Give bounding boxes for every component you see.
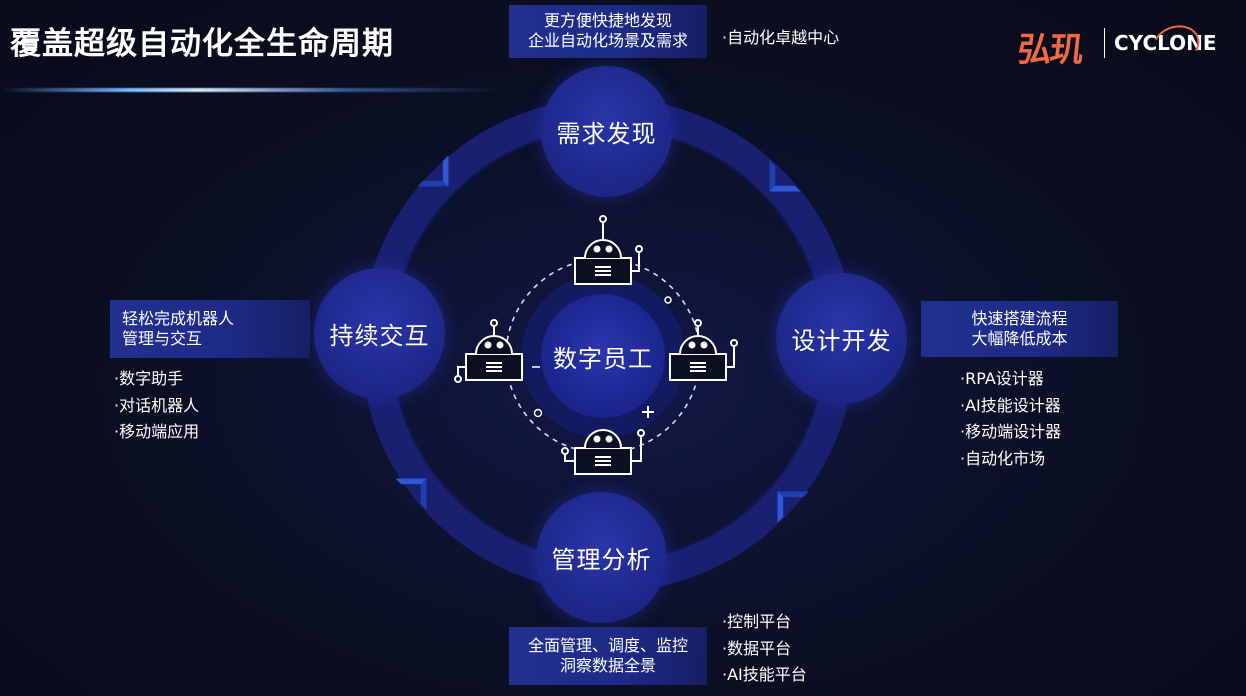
left-description-box: 轻松完成机器人 管理与交互 (110, 300, 310, 358)
node-label-bottom: 管理分析 (551, 546, 652, 574)
list-item: ·AI技能设计器 (960, 395, 1061, 415)
right-description-box: 快速搭建流程 大幅降低成本 (921, 301, 1118, 357)
right-box-line2: 大幅降低成本 (971, 329, 1068, 348)
robot-icon (574, 215, 643, 285)
orbit-dot (664, 296, 672, 304)
robot-icon (561, 429, 645, 475)
chevron-arrow-icon (395, 478, 427, 510)
list-item: ·RPA设计器 (960, 369, 1044, 388)
brand-logo: 弘玑 CYCLONE (1016, 18, 1228, 72)
top-note: ·自动化卓越中心 (722, 28, 840, 47)
node-requirement-discovery: 需求发现 (541, 66, 672, 197)
node-continuous-interaction: 持续交互 (314, 268, 445, 399)
list-item: ·数字助手 (114, 369, 184, 388)
top-box-line2: 企业自动化场景及需求 (527, 31, 688, 50)
orbit-dot (533, 408, 543, 418)
node-design-development: 设计开发 (776, 273, 907, 404)
plus-icon (642, 406, 654, 418)
title-underline-glow (0, 88, 500, 92)
page-title: 覆盖超级自动化全生命周期 (10, 26, 394, 62)
bottom-box-line2: 洞察数据全景 (559, 656, 656, 675)
robot-icon (669, 319, 738, 381)
left-box-line1: 轻松完成机器人 (122, 309, 235, 328)
list-item: ·AI技能平台 (722, 665, 807, 684)
list-item: ·控制平台 (722, 612, 792, 631)
logo-separator (1104, 28, 1105, 58)
bottom-box-line1: 全面管理、调度、监控 (527, 636, 688, 655)
node-label-top: 需求发现 (556, 120, 657, 148)
robot-icon (454, 319, 523, 383)
top-description-box: 更方便快捷地发现 企业自动化场景及需求 (509, 5, 707, 58)
chevron-arrow-icon (417, 155, 449, 187)
list-item: ·移动端应用 (114, 422, 200, 441)
left-feature-list: ·数字助手 ·对话机器人 ·移动端应用 (114, 366, 199, 446)
node-label-right: 设计开发 (791, 327, 892, 355)
node-management-analysis: 管理分析 (536, 492, 667, 623)
list-item: ·数据平台 (722, 638, 792, 658)
right-box-line1: 快速搭建流程 (971, 309, 1068, 328)
right-feature-list: ·RPA设计器 ·AI技能设计器 ·移动端设计器 ·自动化市场 (960, 366, 1061, 472)
list-item: ·移动端设计器 (960, 422, 1062, 441)
list-item: ·自动化市场 (960, 448, 1046, 468)
center-hub: 数字员工 (541, 294, 665, 418)
center-hub-label: 数字员工 (553, 344, 653, 373)
bottom-feature-list: ·控制平台 ·数据平台 ·AI技能平台 (722, 609, 807, 689)
node-label-left: 持续交互 (329, 322, 430, 350)
list-item: ·对话机器人 (114, 395, 200, 415)
top-box-line1: 更方便快捷地发现 (543, 11, 672, 30)
left-box-line2: 管理与交互 (122, 329, 203, 348)
bottom-description-box: 全面管理、调度、监控 洞察数据全景 (509, 627, 707, 685)
logo-en-text: CYCLONE (1114, 31, 1217, 55)
